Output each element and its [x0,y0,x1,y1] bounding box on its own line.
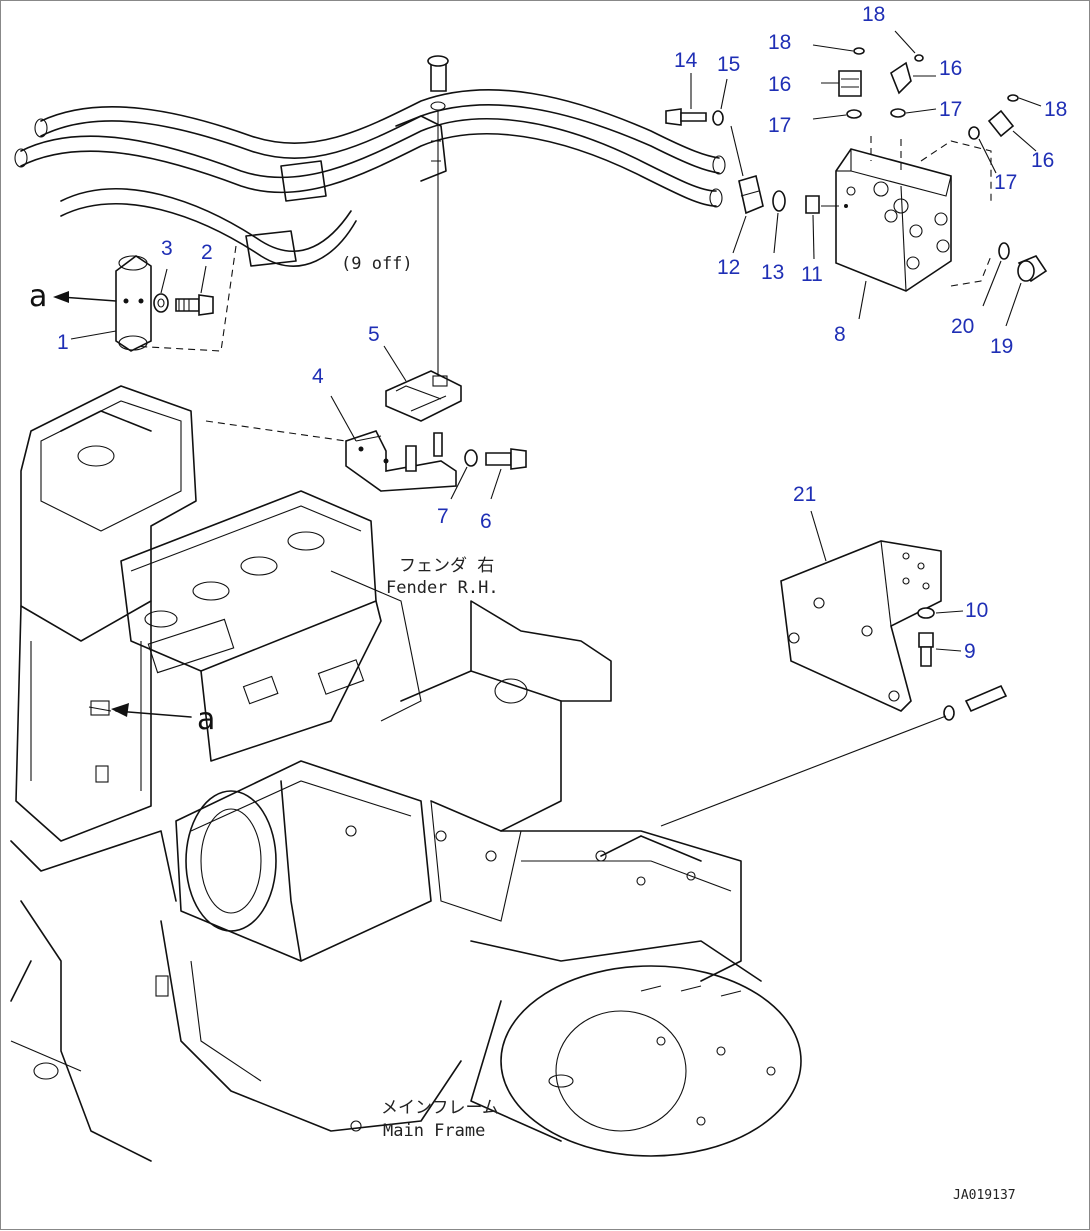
callout-17-c: 17 [994,171,1017,194]
part-18-ring-c [1007,94,1019,102]
part-18-ring-b [914,54,924,62]
callout-11: 11 [801,263,823,286]
part-17-oring-a [846,109,862,119]
part-7-washer [464,449,478,467]
part-3-washer [153,293,169,313]
callout-17-a: 17 [768,114,791,137]
callout-14: 14 [674,49,698,72]
part-13-oring [772,190,786,212]
part-19-plug [1017,255,1048,283]
hose-note: (9 off) [341,254,413,274]
part-17-oring-c [968,126,980,140]
part-15-washer [712,110,724,126]
part-18-ring-a [853,47,865,55]
bracket-bolt-mount [943,684,1008,721]
callout-2: 2 [201,241,213,264]
callout-18-c: 18 [1044,98,1067,121]
callout-19: 19 [990,335,1013,358]
callout-12: 12 [717,256,740,279]
pin-top [427,55,449,111]
frame-label-jp: メインフレーム [381,1098,499,1118]
part-12-clamp [738,174,764,215]
callout-20: 20 [951,315,974,338]
callout-3: 3 [161,237,173,260]
fender-label-en: Fender R.H. [386,578,499,598]
callout-13: 13 [761,261,784,284]
callout-9: 9 [964,640,976,663]
part-16-fitting-c [987,109,1015,138]
hose-assembly [14,89,726,267]
ref-mark-a-bottom: a [197,702,215,737]
callout-1: 1 [57,331,69,354]
arrow-a-top [60,296,117,302]
callout-21: 21 [793,483,816,506]
part-9-bolt [918,632,934,667]
callout-4: 4 [312,365,324,388]
part-6-bolt [485,448,527,470]
part-17-oring-b [890,108,906,118]
part-1-block [115,255,152,352]
frame-label-en: Main Frame [383,1121,485,1141]
arrow-a-bottom [115,710,192,718]
callout-15: 15 [717,53,740,76]
callout-18-b: 18 [862,3,885,26]
part-8-valve-block [835,136,992,292]
ref-mark-a-top: a [29,279,47,314]
part-10-washer [917,607,935,619]
part-16-fitting-a [838,70,862,97]
callout-7: 7 [437,505,449,528]
part-16-fitting-b [890,61,912,95]
main-frame-drawing [10,385,802,1162]
part-11-plug [805,195,820,214]
callout-6: 6 [480,510,492,533]
callout-8: 8 [834,323,846,346]
part-20-oring [998,242,1010,260]
callout-5: 5 [368,323,380,346]
drawing-code: JA019137 [953,1188,1016,1203]
part-4-bracket [345,430,457,492]
callout-18-a: 18 [768,31,791,54]
callout-16-a: 16 [768,73,791,96]
callout-16-c: 16 [1031,149,1054,172]
fender-label-jp: フェンダ 右 [399,556,494,576]
part-2-bolt [175,294,214,316]
bracket-leader [205,420,347,442]
part-5-clamp [385,370,462,422]
callout-10: 10 [965,599,988,622]
callout-17-b: 17 [939,98,962,121]
part-14-bolt [665,108,707,126]
callout-16-b: 16 [939,57,962,80]
part-21-bracket [780,540,942,712]
